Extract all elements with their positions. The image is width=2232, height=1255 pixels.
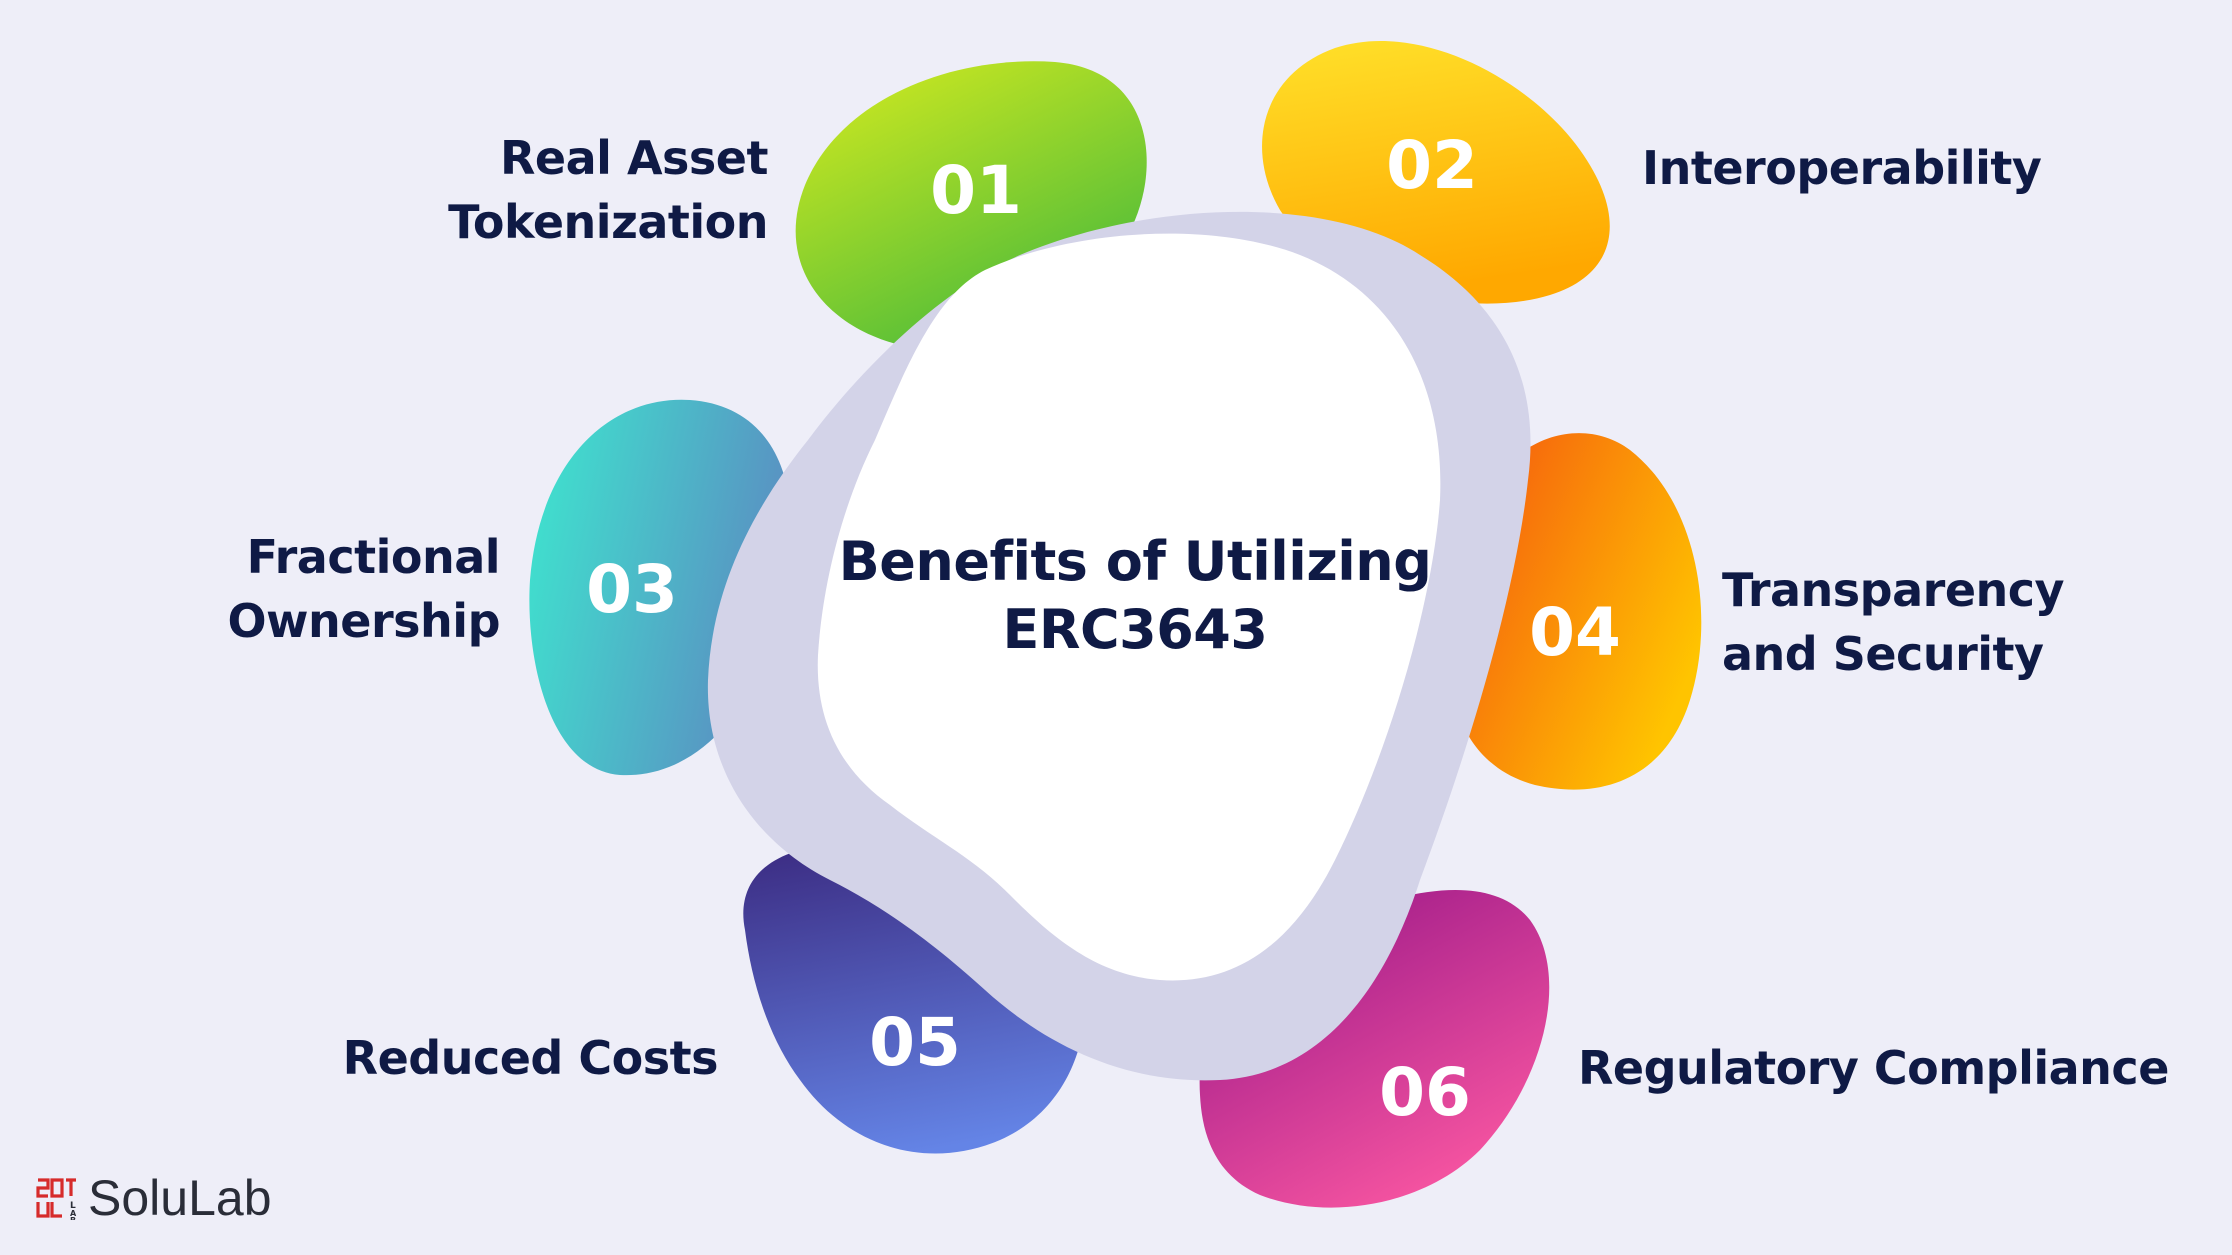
center-title-line2: ERC3643	[1002, 598, 1268, 661]
svg-text:B: B	[70, 1216, 76, 1220]
svg-text:L: L	[70, 1201, 76, 1211]
brand-name: SoluLab	[88, 1170, 272, 1226]
label-04: Transparency and Security	[1722, 558, 2065, 686]
petal-02-number: 02	[1386, 127, 1478, 204]
svg-text:A: A	[70, 1209, 77, 1218]
label-06: Regulatory Compliance	[1578, 1036, 2169, 1100]
label-01-line2: Tokenization	[448, 195, 768, 249]
solulab-logo-icon: L A B	[36, 1178, 77, 1220]
center-core	[817, 233, 1441, 981]
label-05-line1: Reduced Costs	[342, 1031, 719, 1085]
center-title: Benefits of Utilizing ERC3643	[820, 528, 1450, 664]
brand-logo: L A B SoluLab	[36, 1168, 272, 1228]
label-02: Interoperability	[1642, 136, 2042, 200]
label-06-line1: Regulatory Compliance	[1578, 1041, 2169, 1095]
label-04-line1: Transparency	[1722, 563, 2065, 617]
label-03: Fractional Ownership	[227, 525, 500, 653]
petal-03-number: 03	[586, 551, 678, 628]
label-04-line2: and Security	[1722, 627, 2044, 681]
label-01-line1: Real Asset	[500, 131, 768, 185]
petal-01-number: 01	[930, 152, 1022, 229]
petal-06-number: 06	[1379, 1054, 1471, 1131]
label-05: Reduced Costs	[342, 1026, 719, 1090]
petal-04-number: 04	[1529, 594, 1621, 671]
petal-05-number: 05	[869, 1004, 961, 1081]
label-03-line1: Fractional	[246, 530, 501, 584]
label-01: Real Asset Tokenization	[448, 126, 768, 254]
label-03-line2: Ownership	[227, 594, 500, 648]
label-02-line1: Interoperability	[1642, 141, 2042, 195]
center-title-line1: Benefits of Utilizing	[838, 530, 1432, 593]
